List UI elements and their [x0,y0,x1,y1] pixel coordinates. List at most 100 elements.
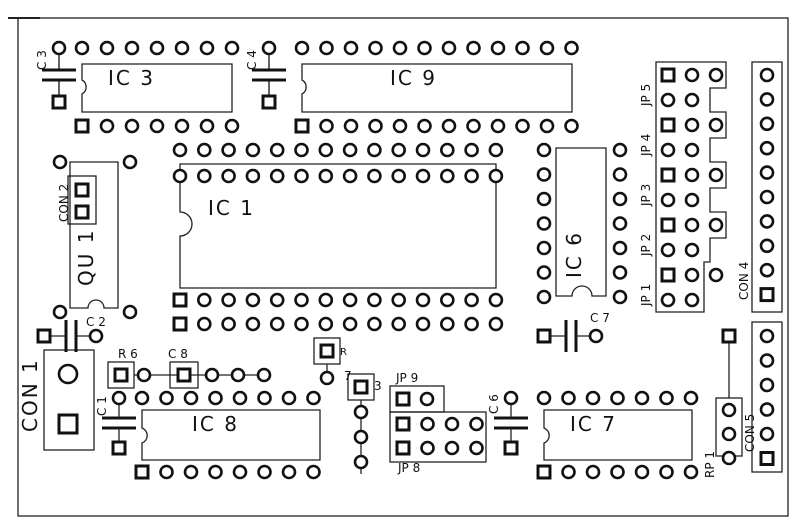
r-label: R [340,347,347,358]
pad [391,168,407,184]
pad [536,240,552,256]
ic3-body [81,63,233,113]
pad [318,142,334,158]
pad [159,464,174,480]
pad [353,404,369,420]
pad [610,390,625,406]
pad [367,168,382,184]
pad-square [395,440,411,456]
pad [588,328,604,344]
jp8-outline [389,411,487,463]
pad [469,416,484,432]
pad [197,316,212,332]
pad [759,214,775,229]
jp9-label: JP 9 [396,371,419,385]
pad [122,154,138,170]
pad [257,464,272,480]
pad [391,142,407,158]
r3-label: 3 [374,379,382,393]
pad [536,289,552,305]
pad [439,168,455,184]
pad [759,238,775,254]
pad [684,217,700,233]
pad [415,142,431,158]
pad-square [172,316,188,332]
pad [224,40,240,56]
pad [224,118,240,134]
pad [417,118,432,134]
ic6-label: IC 6 [562,231,586,278]
pad [515,118,530,134]
pad [612,289,628,305]
pad [136,367,152,383]
pad-square [294,118,310,134]
pad [612,142,628,158]
c3-label: C 3 [35,50,49,70]
pad [221,168,236,184]
pad [612,191,628,207]
pad [503,390,519,406]
pad [683,390,699,406]
pad [659,464,674,480]
pad [199,118,215,134]
pad [256,367,272,383]
pad-square [74,204,90,220]
pad [759,165,775,180]
pad [441,40,457,56]
pad [111,390,127,406]
pad [536,390,552,406]
pad [466,40,481,56]
pad [536,191,552,207]
pad [343,40,359,56]
pad-square [353,379,369,395]
pad [204,367,220,383]
pad [281,390,297,406]
pad [99,40,115,56]
pad [318,168,334,184]
pad [684,242,700,258]
pad [515,40,530,56]
con1-label: CON 1 [18,358,42,432]
pad [415,292,431,308]
pad [684,92,700,108]
c4-label: C 4 [245,50,259,70]
pad [124,40,140,56]
pad [269,142,285,158]
pad [52,154,68,170]
pad [294,168,309,184]
pad [708,267,724,283]
pad [415,316,431,332]
pad [294,40,310,56]
pad [318,292,334,308]
pad [342,168,358,184]
ic8-body [141,409,321,461]
pad [585,464,601,480]
pad [294,316,309,332]
pad [759,402,775,417]
jp-stack-outline [655,61,727,313]
ic1-label: IC 1 [208,196,255,220]
pad [660,242,676,258]
pad [281,464,297,480]
pad [172,142,188,158]
pad [294,292,309,308]
pad [51,40,67,56]
pad [612,240,628,256]
pad [367,316,382,332]
pad-square [759,451,775,466]
pad-square [74,118,90,134]
pad [159,390,174,406]
pad [368,118,383,134]
pad [721,402,737,418]
pad [74,40,90,56]
capacitors [42,52,578,430]
pad [245,168,261,184]
pad [488,316,504,332]
pad [319,370,335,386]
pad-square [395,391,411,407]
pad-square [172,292,188,308]
pad-square [395,416,411,432]
pad [174,118,190,134]
